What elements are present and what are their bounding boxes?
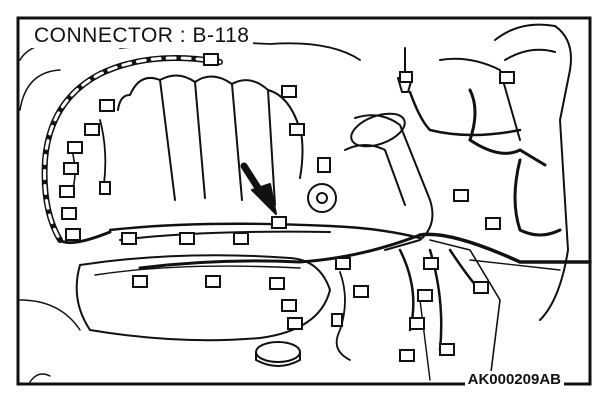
figure-code: AK000209AB: [464, 371, 564, 388]
connector-plug-icon: [317, 157, 331, 173]
connector-plug-icon: [353, 285, 369, 298]
connector-plug-icon: [132, 275, 148, 288]
connector-plug-icon: [485, 217, 501, 230]
connector-plug-icon: [289, 123, 305, 136]
connector-plug-icon: [65, 228, 81, 241]
connector-plug-icon: [67, 141, 83, 154]
connector-plug-icon: [203, 53, 219, 66]
connector-plug-icon: [409, 317, 425, 330]
wiring-harness: [41, 55, 592, 361]
connector-plug-icon: [331, 313, 343, 327]
connector-plug-icon: [399, 349, 415, 362]
connector-plug-icon: [99, 181, 111, 195]
connector-plug-icon: [121, 232, 137, 245]
connector-plug-icon: [399, 71, 413, 83]
connector-plug-icon: [423, 257, 439, 270]
connector-plug-icon: [335, 257, 351, 270]
diagram-title: CONNECTOR : B-118: [30, 24, 254, 48]
connector-plug-icon: [205, 275, 221, 288]
connector-plug-icon: [59, 185, 75, 198]
connector-plug-icon: [84, 123, 100, 136]
connector-plug-icon: [439, 343, 455, 356]
connector-plug-icon: [179, 232, 195, 245]
connector-plug-icon: [287, 317, 303, 330]
connector-plug-icon: [281, 85, 297, 98]
connector-plug-icon: [499, 71, 515, 84]
connector-plug-icon: [271, 216, 287, 229]
diagram-border: [16, 16, 592, 386]
connector-plug-icon: [63, 162, 79, 175]
target-arrow-icon: [240, 162, 277, 215]
connector-plug-icon: [99, 99, 115, 112]
connector-plug-icon: [473, 281, 489, 294]
connector-plug-icon: [417, 289, 433, 302]
connector-plug-icon: [281, 299, 297, 312]
connector-plug-icon: [453, 189, 469, 202]
connector-plug-icon: [233, 232, 249, 245]
connector-plug-icon: [61, 207, 77, 220]
connector-group: [59, 53, 515, 362]
connector-plug-icon: [269, 277, 285, 290]
